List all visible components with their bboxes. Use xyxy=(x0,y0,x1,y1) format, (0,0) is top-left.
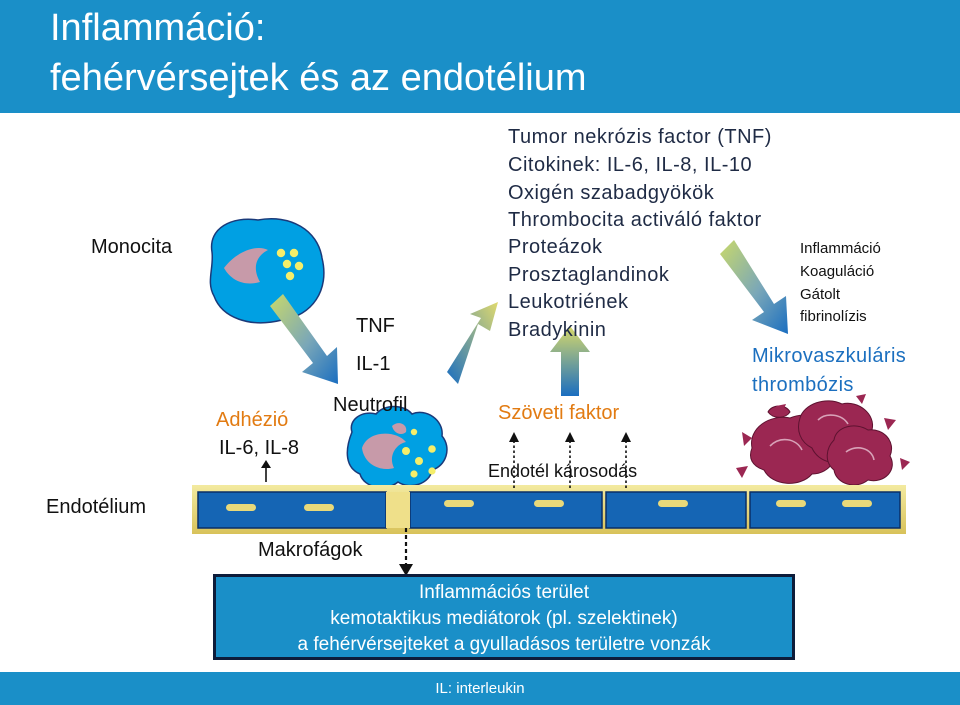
neutrophil-label: Neutrofil xyxy=(333,394,408,416)
footer-note: IL: interleukin xyxy=(435,680,525,697)
header-bar: Inflammáció: fehérvérsejtek és az endoté… xyxy=(0,0,960,113)
endothelial-damage-label: Endotél károsodás xyxy=(488,461,638,481)
macrophage-label: Makrofágok xyxy=(258,539,363,561)
mediator-item: Tumor nekrózis factor (TNF) xyxy=(508,126,772,148)
effect-item: Gátolt xyxy=(800,286,841,303)
adhesion-arrow xyxy=(261,460,271,482)
title-line-1: Inflammáció: xyxy=(50,7,266,49)
effect-item: Inflammáció xyxy=(800,240,881,257)
macrophage-migration-arrow xyxy=(399,528,413,576)
mediator-item: Prosztaglandinok xyxy=(508,264,670,286)
arrow-neutrophil-to-mediators xyxy=(447,302,498,384)
mediator-item: Bradykinin xyxy=(508,319,607,341)
mediator-item: Citokinek: IL-6, IL-8, IL-10 xyxy=(508,154,753,176)
inflammation-info-box: Inflammációs terület kemotaktikus mediát… xyxy=(213,574,795,660)
il1-label: IL-1 xyxy=(356,353,391,375)
il6-il8-label: IL-6, IL-8 xyxy=(219,437,300,459)
tissue-factor-label: Szöveti faktor xyxy=(498,402,620,424)
monocyte-label: Monocita xyxy=(91,236,173,258)
endothelium-label: Endotélium xyxy=(46,496,147,518)
tnf-label: TNF xyxy=(356,315,395,337)
info-box-line-2: kemotaktikus mediátorok (pl. szelektinek… xyxy=(330,608,678,629)
effect-item: fibrinolízis xyxy=(800,308,867,325)
mediator-item: Thrombocita activáló faktor xyxy=(508,209,762,231)
microvascular-label-line-2: thrombózis xyxy=(752,374,854,396)
microvascular-label-line-1: Mikrovaszkuláris xyxy=(752,345,907,367)
arrow-mediators-to-effects xyxy=(720,240,788,334)
platelet-fragments xyxy=(736,394,910,478)
mediator-item: Leukotriének xyxy=(508,291,629,313)
title-line-2: fehérvérsejtek és az endotélium xyxy=(50,57,587,99)
neutrophil-cell xyxy=(346,405,448,489)
platelet-aggregate xyxy=(750,400,893,486)
effect-item: Koaguláció xyxy=(800,263,875,280)
endothelium-layer xyxy=(192,485,906,534)
platelet-highlights xyxy=(769,414,875,461)
mediator-item: Proteázok xyxy=(508,236,603,258)
monocyte-cell xyxy=(209,218,325,324)
info-box-line-1: Inflammációs terület xyxy=(418,582,589,603)
adhesion-label: Adhézió xyxy=(216,409,289,431)
info-box-line-3: a fehérvérsejteket a gyulladásos terület… xyxy=(297,634,711,655)
arrow-monocyte-to-neutrophil xyxy=(270,294,338,384)
damage-arrowheads xyxy=(509,432,631,442)
mediator-item: Oxigén szabadgyökök xyxy=(508,182,715,204)
arrow-tissue-factor-up xyxy=(550,326,590,396)
footer-bar: IL: interleukin xyxy=(0,672,960,705)
damage-arrows xyxy=(513,440,627,488)
